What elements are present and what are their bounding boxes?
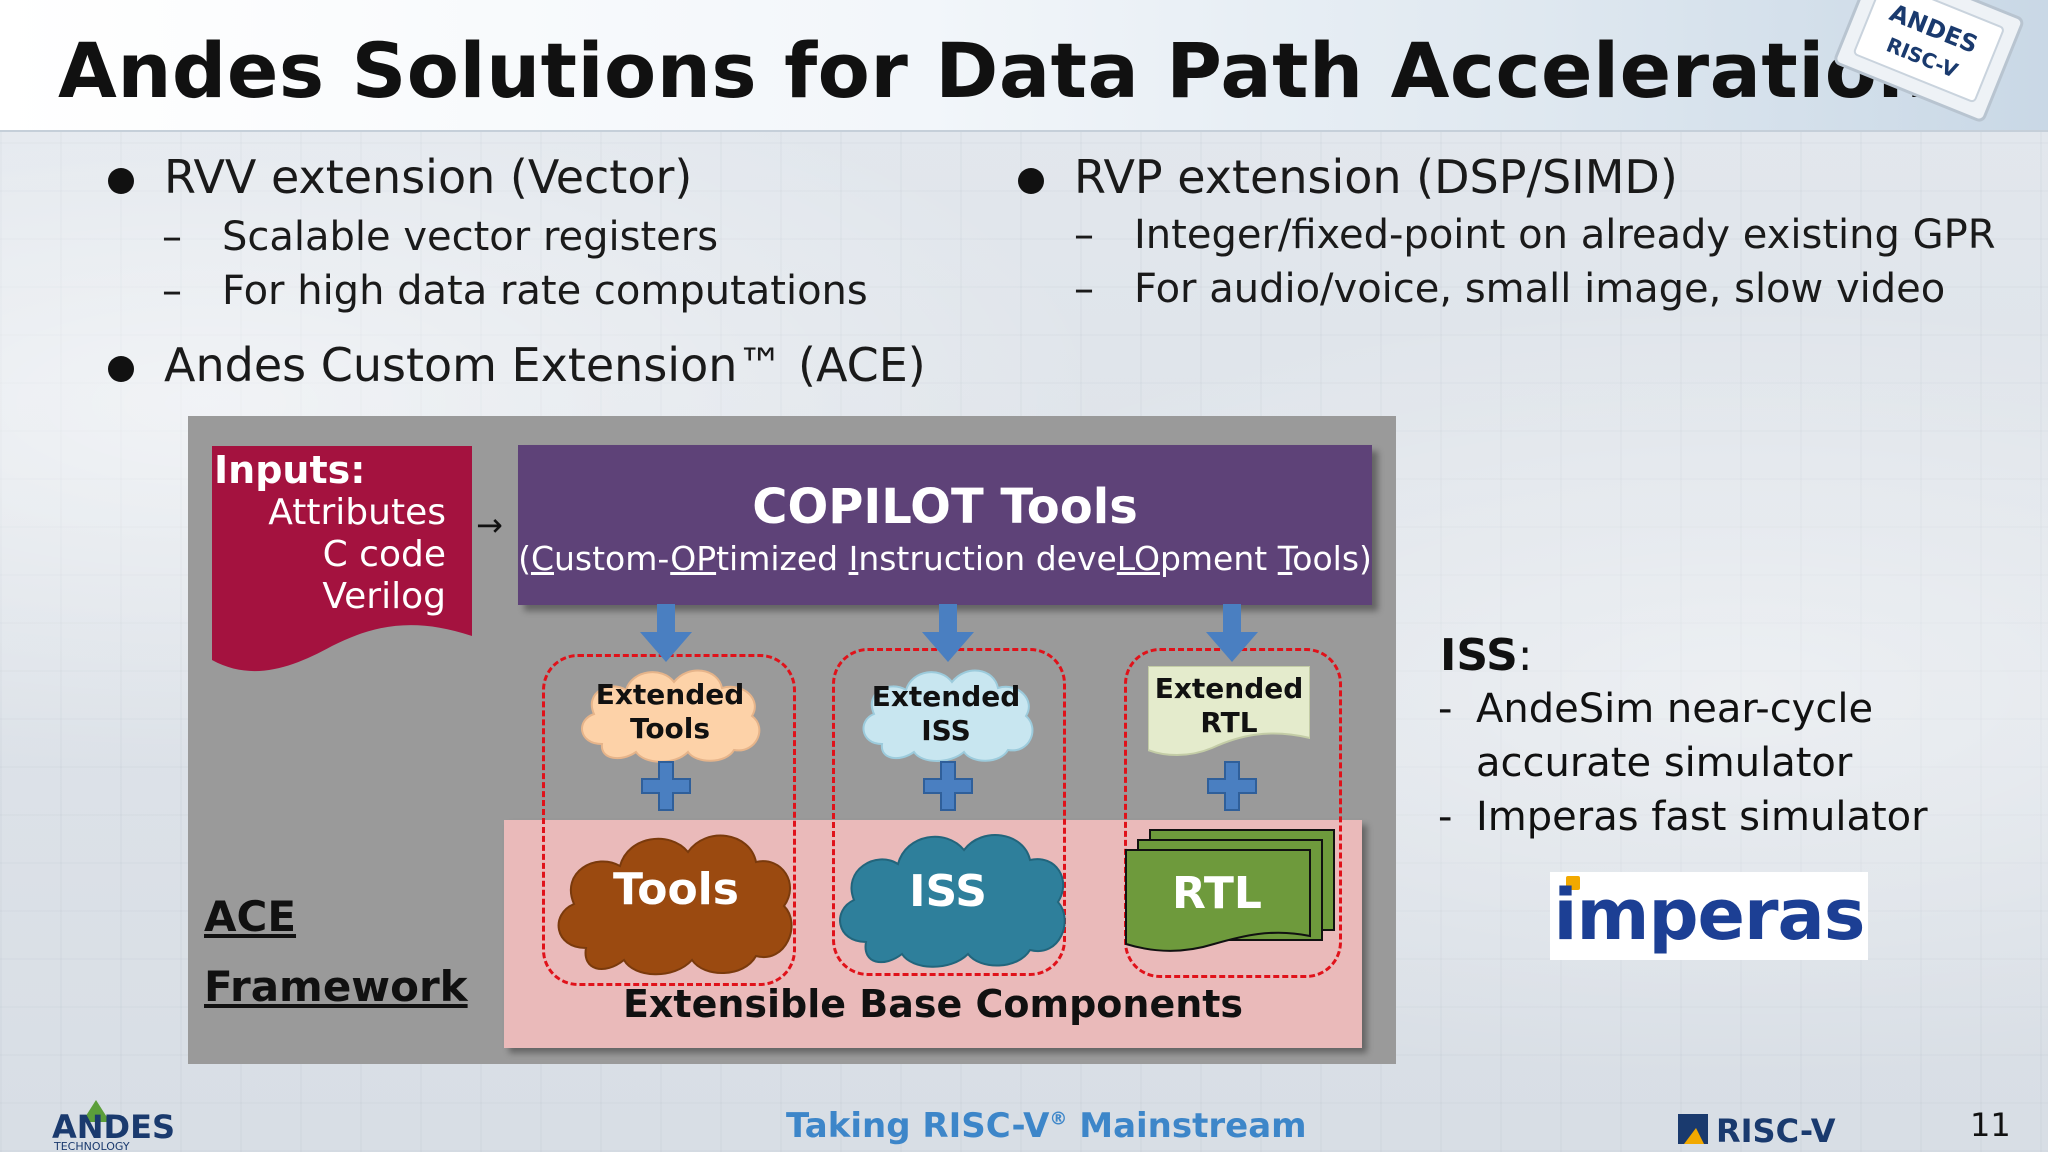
right-arrow-icon: →: [476, 506, 503, 544]
svg-text:ANDES: ANDES: [52, 1108, 175, 1146]
iss-item-imperas: -Imperas fast simulator: [1438, 794, 1928, 840]
inputs-title: Inputs:: [214, 448, 366, 492]
down-arrow-icon: [922, 604, 974, 662]
iss-heading: ISS:: [1440, 630, 1533, 681]
base-components-label: Extensible Base Components: [622, 982, 1244, 1026]
riscv-logo: RISC-V: [1678, 1112, 1836, 1148]
rtl-label: RTL: [1172, 868, 1262, 919]
copilot-title: COPILOT Tools: [752, 479, 1138, 535]
bullet-dot: [1018, 168, 1044, 194]
bullet-ace-text: Andes Custom Extension™ (ACE): [164, 338, 926, 392]
slide-header: [0, 0, 2048, 132]
down-arrow-icon: [640, 604, 692, 662]
plus-icon: [923, 761, 973, 811]
inputs-document-shape: [212, 446, 472, 672]
iss-label: ISS: [909, 866, 987, 917]
plus-icon: [641, 761, 691, 811]
bullet-dot: [108, 168, 134, 194]
copilot-tools-box: COPILOT Tools (Custom-OPtimized Instruct…: [518, 445, 1372, 605]
inputs-c-code: C code: [322, 534, 446, 575]
tools-label: Tools: [613, 864, 739, 915]
extended-iss-cloud: [862, 669, 1034, 762]
bullet-rvv-text: RVV extension (Vector): [164, 150, 693, 204]
ace-label: ACE: [204, 892, 297, 941]
rtl-document-stack: [1125, 829, 1335, 952]
bullet-dot: [108, 356, 134, 382]
framework-label: Framework: [204, 962, 468, 1011]
footer-tagline: Taking RISC-V® Mainstream: [786, 1106, 1307, 1146]
iss-cloud: [839, 834, 1066, 968]
plus-icon: [1207, 761, 1257, 811]
imperas-logo: imperas: [1550, 872, 1868, 960]
inputs-verilog: Verilog: [322, 576, 446, 617]
bullet-rvp-text: RVP extension (DSP/SIMD): [1074, 150, 1678, 204]
andes-technology-logo: ANDES TECHNOLOGY: [52, 1100, 175, 1150]
svg-text:RISC-V: RISC-V: [1716, 1112, 1836, 1148]
andes-riscv-chip-logo: ANDES RISC-V: [1834, 0, 2024, 122]
inputs-attributes: Attributes: [268, 492, 446, 533]
imperas-logo-text: imperas: [1553, 874, 1866, 956]
slide-title: Andes Solutions for Data Path Accelerati…: [58, 26, 1933, 115]
page-number: 11: [1970, 1106, 2011, 1144]
svg-text:TECHNOLOGY: TECHNOLOGY: [53, 1140, 130, 1150]
extended-rtl-doc: [1148, 666, 1310, 756]
down-arrow-icon: [1206, 604, 1258, 662]
iss-item-andesim-cont: accurate simulator: [1476, 740, 1853, 786]
iss-item-andesim: -AndeSim near-cycle: [1438, 686, 1874, 732]
imperas-logo-dot: [1566, 876, 1580, 890]
tools-cloud: [557, 834, 793, 976]
copilot-subtitle: (Custom-OPtimized Instruction deveLOpmen…: [518, 539, 1372, 578]
